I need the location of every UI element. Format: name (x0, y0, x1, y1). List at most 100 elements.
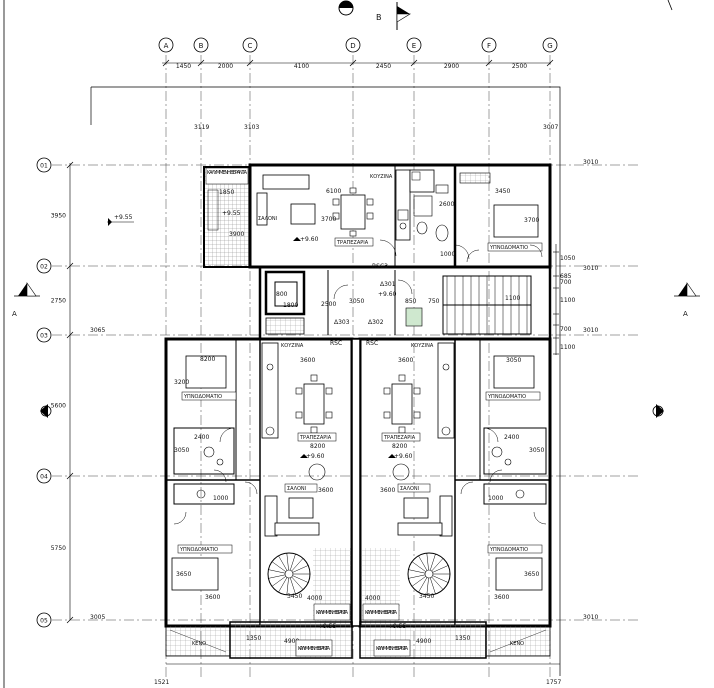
row-spacing-3: 5750 (51, 545, 66, 552)
grid-bubble-row-04: 04 (36, 468, 52, 484)
svg-text:02: 02 (40, 264, 48, 271)
svg-text:1000: 1000 (488, 495, 503, 502)
svg-text:1000: 1000 (440, 251, 455, 258)
grid-bubble-col-D: D (345, 37, 361, 53)
left-void-label: ΚΕΝΟ (192, 641, 206, 647)
grid-bubble-col-B: B (193, 37, 209, 53)
svg-text:+9.55: +9.55 (114, 214, 133, 221)
col-spacing-4: 2900 (444, 63, 459, 70)
svg-text:Δ301: Δ301 (380, 281, 396, 288)
side-dim-4: 700 (560, 326, 572, 333)
svg-text:01: 01 (40, 163, 48, 170)
svg-text:3650: 3650 (176, 571, 191, 578)
side-dim-2: 1100 (560, 297, 575, 304)
svg-text:1800: 1800 (283, 302, 298, 309)
svg-text:+9.60: +9.60 (306, 453, 325, 460)
top-living-label: ΣΑΛΟΝΙ (258, 216, 277, 222)
svg-text:C: C (248, 42, 253, 50)
core-stairs: 800 1800 2500 3050 +9.60 Δ301 Δ303 Δ302 … (258, 263, 552, 341)
svg-text:4000: 4000 (307, 595, 322, 602)
svg-text:3900: 3900 (229, 231, 244, 238)
left-apartment: 3200 ΥΠΝΟΔΟΜΑΤΙΟ 8200 ΚΟΥΖΙΝΑ 3600 ΤΡΑΠΕ… (164, 337, 354, 628)
col-spacing-3: 2450 (376, 63, 391, 70)
left-kitchen-label: ΚΟΥΖΙΝΑ (281, 343, 304, 349)
dim-row3-right: 3010 (583, 327, 598, 334)
svg-text:G: G (547, 42, 552, 50)
col-spacing-0: 1450 (176, 63, 191, 70)
svg-text:+9.55: +9.55 (318, 623, 337, 630)
svg-text:A: A (164, 42, 169, 50)
svg-text:3600: 3600 (494, 594, 509, 601)
side-dim-0: 1050 (560, 255, 575, 262)
left-bedroom-bottom-label: ΥΠΝΟΔΟΜΑΤΙΟ (179, 547, 218, 553)
section-marker-left-mid-icon (40, 404, 52, 418)
left-living-label: ΣΑΛΟΝΙ (287, 486, 306, 492)
grid-bubble-row-01: 01 (36, 157, 52, 173)
svg-text:2500: 2500 (321, 301, 336, 308)
svg-text:RSC3: RSC3 (372, 263, 388, 270)
right-void-label: ΚΕΝΟ (510, 641, 524, 647)
right-living-label: ΣΑΛΟΝΙ (400, 486, 419, 492)
right-bedroom-top-label: ΥΠΝΟΔΟΜΑΤΙΟ (487, 394, 526, 400)
right-apartment: ΥΠΝΟΔΟΜΑΤΙΟ 3050 ΚΟΥΖΙΝΑ 3600 ΤΡΑΠΕΖΑΡΙΑ… (358, 337, 552, 628)
right-kitchen-label: ΚΟΥΖΙΝΑ (411, 343, 434, 349)
left-veranda-label: ΚΑΛΥΜΜΕΝΗ ΒΕΡΑΝΤΑ (316, 610, 349, 616)
grid-bubble-col-G: G (542, 37, 558, 53)
svg-text:3650: 3650 (524, 571, 539, 578)
svg-text:3600: 3600 (300, 357, 315, 364)
svg-text:+9.55: +9.55 (222, 210, 241, 217)
dim-top-c: 3103 (244, 124, 259, 131)
dim-bottom-right: 1757 (546, 679, 561, 686)
top-dining-label: ΤΡΑΠΕΖΑΡΙΑ (336, 240, 369, 246)
section-a-right-label: A (683, 310, 688, 318)
svg-text:+9.60: +9.60 (378, 291, 397, 298)
right-veranda-label: ΚΑΛΥΜΜΕΝΗ ΒΕΡΑΝΤΑ (365, 610, 398, 616)
svg-text:2400: 2400 (194, 434, 209, 441)
svg-text:3050: 3050 (529, 447, 544, 454)
svg-text:3450: 3450 (495, 188, 510, 195)
grid-bubble-col-F: F (481, 37, 497, 53)
left-bedroom-top-label: ΥΠΝΟΔΟΜΑΤΙΟ (183, 394, 222, 400)
top-veranda-label: ΚΑΛΥΜΜΕΝΗ ΒΕΡΑΝΤΑ (207, 170, 248, 176)
level-marker-outside: +9.55 (107, 214, 134, 226)
section-a-right-marker-icon (674, 282, 700, 297)
right-bedroom-bottom-label: ΥΠΝΟΔΟΜΑΤΙΟ (489, 547, 528, 553)
svg-text:04: 04 (40, 474, 48, 481)
bottom-right-veranda-label: ΚΑΛΥΜΜΕΝΗ ΒΕΡΑΝΤΑ (376, 646, 409, 652)
svg-text:850: 850 (405, 298, 417, 305)
dim-top-b: 3119 (194, 124, 209, 131)
side-dim-1: 700 (560, 279, 572, 286)
row-spacing-2: 5600 (51, 403, 66, 410)
svg-text:2400: 2400 (504, 434, 519, 441)
svg-text:05: 05 (40, 618, 48, 625)
svg-text:3450: 3450 (287, 593, 302, 600)
svg-text:E: E (412, 42, 416, 50)
svg-text:+9.60: +9.60 (394, 453, 413, 460)
col-spacing-2: 4100 (294, 63, 309, 70)
svg-text:3600: 3600 (205, 594, 220, 601)
svg-text:B: B (199, 42, 204, 50)
grid-bubble-col-A: A (158, 37, 174, 53)
side-dim-5: 1100 (560, 344, 575, 351)
svg-text:8200: 8200 (200, 356, 215, 363)
col-spacing-1: 2000 (218, 63, 233, 70)
dim-top-g: 3007 (543, 124, 558, 131)
dim-row5-left: 3005 (90, 614, 105, 621)
section-a-left-label: A (12, 310, 17, 318)
section-a-left-marker-icon (14, 282, 40, 297)
bottom-verandas: ΚΕΝΟ 1350 4900 ΚΑΛΥΜΜΕΝΗ ΒΕΡΑΝΤΑ +9.55 4… (165, 621, 560, 665)
svg-text:6100: 6100 (326, 188, 341, 195)
svg-text:3050: 3050 (506, 357, 521, 364)
top-bedroom-label: ΥΠΝΟΔΟΜΑΤΙΟ (489, 245, 528, 251)
svg-text:3600: 3600 (380, 487, 395, 494)
row-spacing-0: 3950 (51, 213, 66, 220)
svg-text:3600: 3600 (398, 357, 413, 364)
right-dining-label: ΤΡΑΠΕΖΑΡΙΑ (383, 435, 416, 441)
svg-text:1000: 1000 (213, 495, 228, 502)
svg-text:3200: 3200 (174, 379, 189, 386)
svg-text:+9.60: +9.60 (300, 236, 319, 243)
svg-text:2600: 2600 (439, 201, 454, 208)
svg-text:3450: 3450 (419, 593, 434, 600)
